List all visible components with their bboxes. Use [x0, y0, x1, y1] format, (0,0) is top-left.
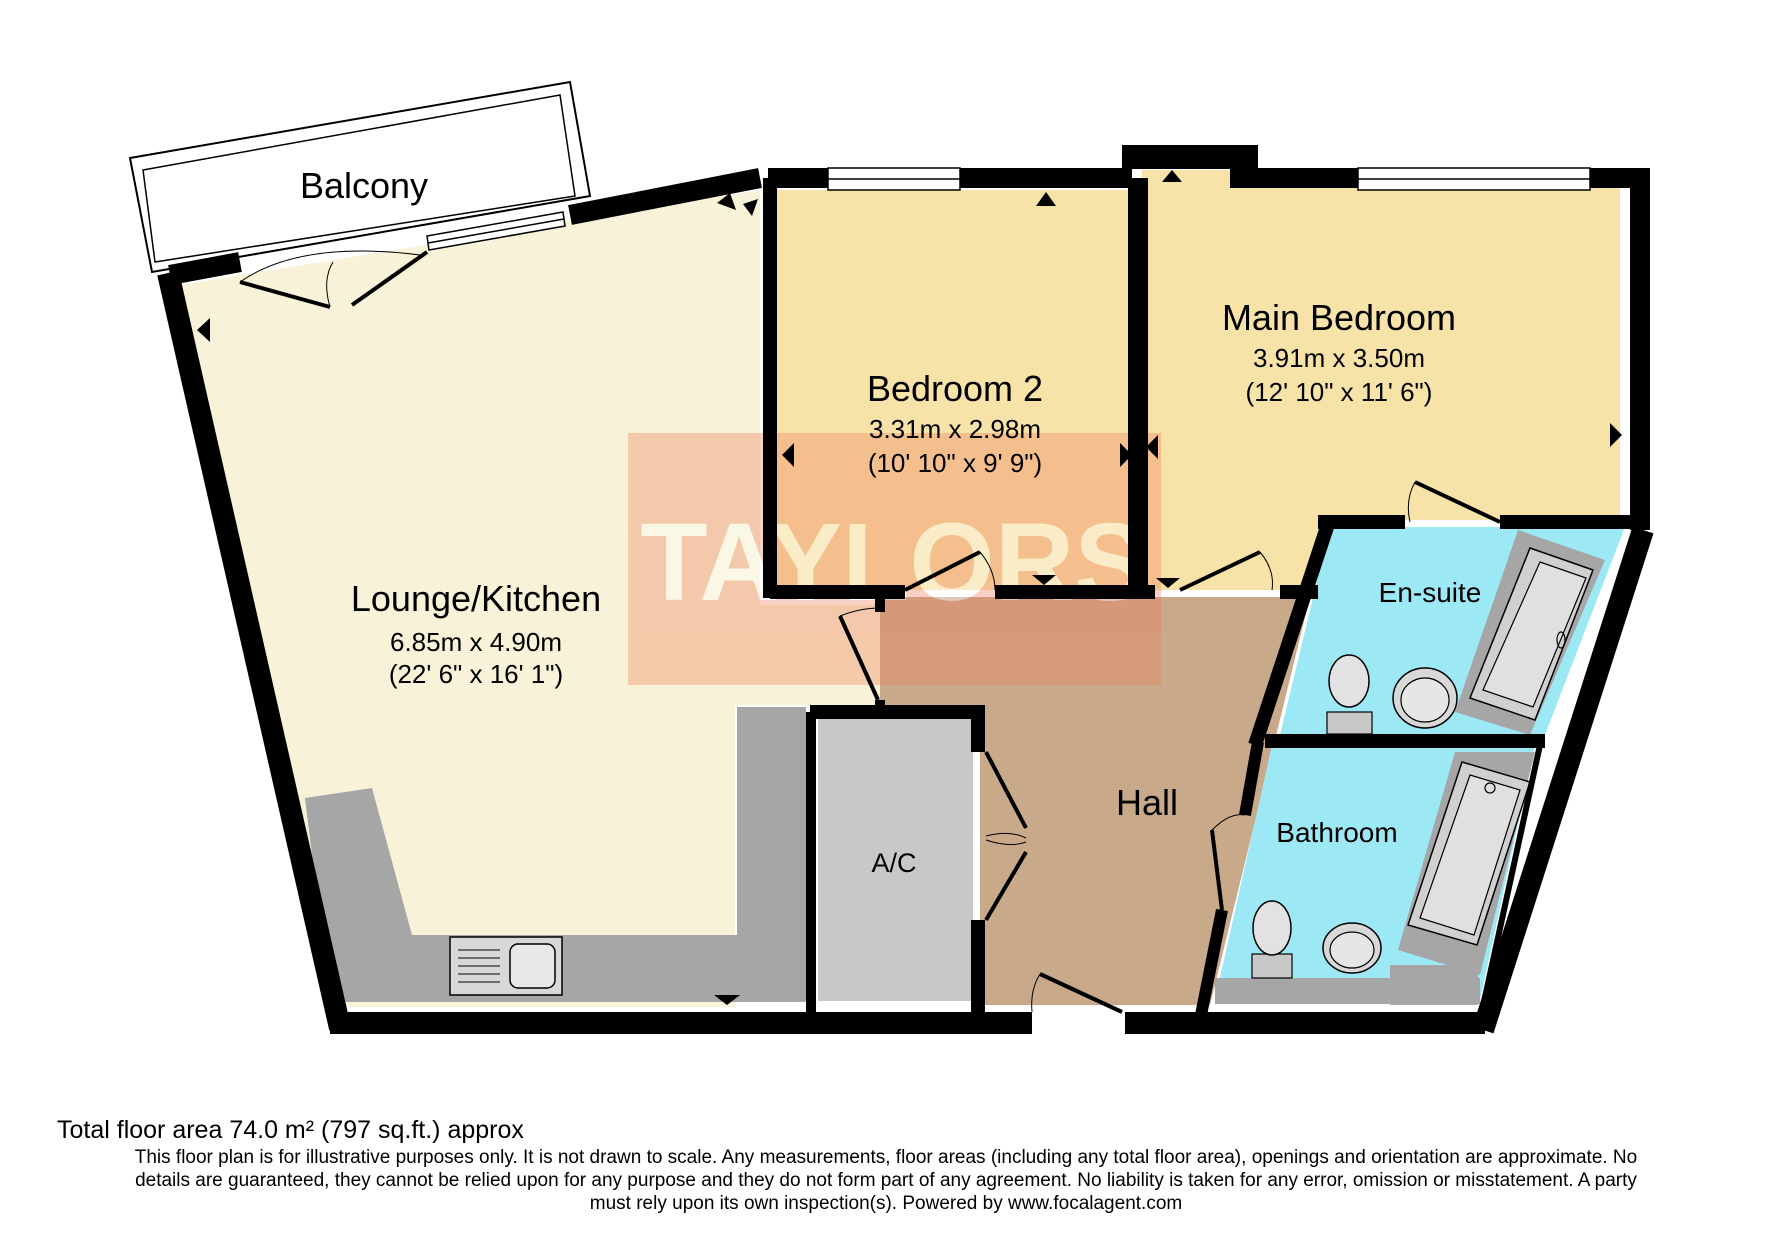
- walls: [157, 145, 1654, 1034]
- disclaimer-line-2: details are guaranteed, they cannot be r…: [135, 1170, 1637, 1191]
- main-bedroom-dims-imperial: (12' 10" x 11' 6"): [1246, 377, 1433, 407]
- bedroom-2-label: Bedroom 2: [867, 368, 1043, 409]
- disclaimer-line-3: must rely upon its own inspection(s). Po…: [589, 1193, 1183, 1214]
- balcony-label: Balcony: [300, 165, 428, 206]
- doors: [239, 250, 1501, 1014]
- balcony: [128, 80, 592, 274]
- ac-label: A/C: [871, 848, 916, 878]
- total-floor-area: Total floor area 74.0 m² (797 sq.ft.) ap…: [57, 1116, 524, 1144]
- bathroom-label: Bathroom: [1276, 817, 1397, 848]
- main-bedroom-dims-metric: 3.91m x 3.50m: [1253, 343, 1425, 373]
- disclaimer: This floor plan is for illustrative purp…: [36, 1146, 1736, 1215]
- lounge-kitchen-dims-metric: 6.85m x 4.90m: [390, 627, 562, 657]
- sink-icon: [449, 936, 563, 996]
- ensuite-label: En-suite: [1379, 577, 1482, 608]
- bathroom-fittings: [1215, 752, 1535, 1005]
- disclaimer-line-1: This floor plan is for illustrative purp…: [134, 1147, 1638, 1168]
- bedroom-2-floor: [770, 190, 1132, 590]
- bedroom-2-dims-metric: 3.31m x 2.98m: [869, 414, 1041, 444]
- ac-cupboard-floor: [818, 716, 973, 1001]
- main-bedroom-label: Main Bedroom: [1222, 297, 1456, 338]
- watermark-text: TAYLORS: [640, 501, 1147, 624]
- lounge-kitchen-dims-imperial: (22' 6" x 16' 1"): [389, 659, 563, 689]
- hall-floor: [880, 597, 1310, 1005]
- hall-label: Hall: [1116, 782, 1178, 823]
- main-bedroom-floor: [1142, 170, 1620, 590]
- windows: [426, 167, 1591, 251]
- lounge-kitchen-label: Lounge/Kitchen: [351, 578, 601, 619]
- bedroom-2-dims-imperial: (10' 10" x 9' 9"): [868, 448, 1042, 478]
- agent-watermark: TAYLORS: [628, 433, 1161, 685]
- measurement-markers: [197, 170, 1622, 1005]
- ensuite-fittings: [1326, 530, 1605, 735]
